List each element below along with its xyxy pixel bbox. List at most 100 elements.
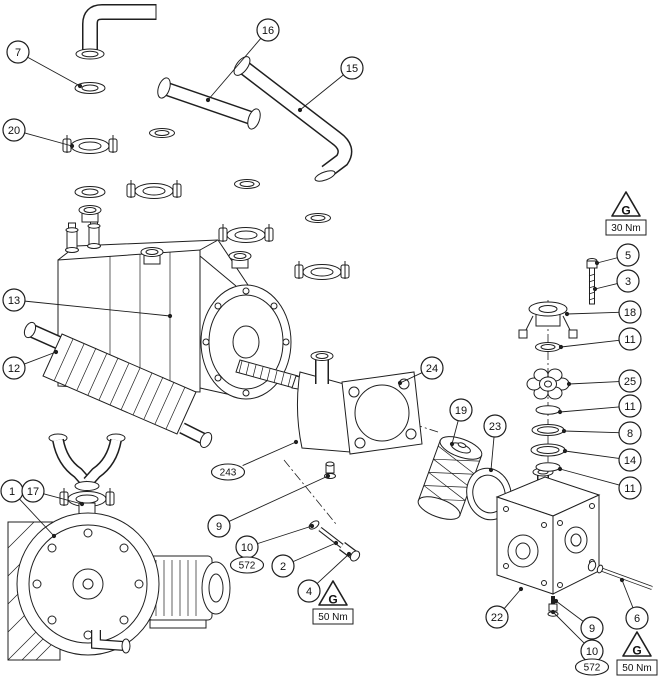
adhesive-triangle-icon xyxy=(611,191,641,217)
leader-dot xyxy=(79,501,85,507)
leader-dot xyxy=(69,143,75,149)
callout-number: 4 xyxy=(306,586,312,598)
leader-line xyxy=(563,430,620,434)
leader-dot xyxy=(564,311,570,317)
callout-balloon-3 xyxy=(616,269,640,293)
leader-line xyxy=(559,406,620,413)
callout-balloon-24 xyxy=(420,356,444,380)
leader-dot xyxy=(167,313,173,319)
callout-number: 24 xyxy=(426,363,438,375)
callout-number: 9 xyxy=(216,521,222,533)
callout-balloon-23 xyxy=(483,414,507,438)
leader-dot xyxy=(562,448,568,454)
callout-balloon-9 xyxy=(580,616,604,640)
leader-line xyxy=(503,588,522,609)
callout-balloon-9 xyxy=(207,514,231,538)
callout-number: 6 xyxy=(634,613,640,625)
leader-line xyxy=(451,420,459,445)
callout-balloon-19 xyxy=(449,398,473,422)
callout-number: 25 xyxy=(624,376,636,388)
callout-balloon-5 xyxy=(616,243,640,267)
leader-dot xyxy=(592,286,598,292)
callout-number: 22 xyxy=(491,612,503,624)
pump-front-view-drawing xyxy=(7,433,231,661)
leader-line xyxy=(621,579,634,608)
callout-number: 10 xyxy=(241,542,253,554)
torque-value: 30 Nm xyxy=(611,223,640,234)
callout-balloon-15 xyxy=(340,56,364,80)
leader-line xyxy=(566,311,620,315)
oval-label-text: 572 xyxy=(239,561,256,572)
heat-exchanger-drawing xyxy=(23,321,213,449)
callout-balloon-11 xyxy=(618,394,642,418)
adhesive-triangle-icon xyxy=(318,580,348,606)
callout-number: 23 xyxy=(489,421,501,433)
callout-number: 2 xyxy=(280,561,286,573)
oval-label-text: 572 xyxy=(584,663,601,674)
leader-dot xyxy=(53,349,59,355)
leader-line xyxy=(568,381,620,385)
leader-dot xyxy=(309,523,315,529)
callout-number: 11 xyxy=(624,334,635,346)
callout-number: 9 xyxy=(589,623,595,635)
callout-balloon-17 xyxy=(21,479,45,503)
leader-dot xyxy=(333,540,339,546)
leader-line xyxy=(242,441,297,466)
leader-dot xyxy=(518,586,524,592)
callout-balloon-13 xyxy=(2,288,26,312)
leader-line xyxy=(43,493,83,505)
torque-value: 50 Nm xyxy=(318,612,347,623)
filter-cartridge-drawing xyxy=(417,436,483,520)
callout-number: 12 xyxy=(8,363,20,375)
leader-dot xyxy=(346,551,352,557)
adhesive-symbol-letter: G xyxy=(632,643,641,657)
callout-balloon-8 xyxy=(618,421,642,445)
leader-dot xyxy=(449,441,455,447)
callout-balloon-12 xyxy=(2,356,26,380)
callout-balloon-2 xyxy=(271,554,295,578)
callout-number: 18 xyxy=(624,307,636,319)
leader-dot xyxy=(553,598,559,604)
torque-value-box xyxy=(605,219,647,236)
outlet-housing-drawing xyxy=(283,351,439,525)
leader-dot xyxy=(550,609,556,615)
leader-line xyxy=(299,74,344,111)
leader-line xyxy=(24,132,73,147)
leader-dot xyxy=(566,381,572,387)
callout-number: 10 xyxy=(586,646,598,658)
leader-dot xyxy=(594,260,600,266)
callout-number: 3 xyxy=(625,276,631,288)
adhesive-symbol-letter: G xyxy=(621,203,630,217)
oval-label xyxy=(229,556,265,574)
leader-line xyxy=(292,542,337,563)
leader-dot xyxy=(205,97,211,103)
callout-balloon-20 xyxy=(2,118,26,142)
leader-line xyxy=(24,351,57,365)
callout-balloon-16 xyxy=(256,18,280,42)
callout-number: 11 xyxy=(624,401,635,413)
leader-line xyxy=(27,56,81,87)
leader-dot xyxy=(293,439,299,445)
leader-line xyxy=(596,257,618,264)
adhesive-triangle-icon xyxy=(622,631,652,657)
leader-dot xyxy=(51,533,57,539)
torque-value-box xyxy=(616,659,658,676)
leader-dot xyxy=(558,344,564,350)
callout-balloon-6 xyxy=(625,606,649,630)
callout-number: 14 xyxy=(624,455,636,467)
leader-dot xyxy=(557,466,563,472)
callout-number: 5 xyxy=(625,250,631,262)
leader-dot xyxy=(325,473,331,479)
oval-label xyxy=(210,463,246,481)
leader-line xyxy=(560,339,620,348)
leader-dot xyxy=(77,83,83,89)
leader-dot xyxy=(619,577,625,583)
leader-line xyxy=(594,283,618,290)
leader-line xyxy=(552,611,585,644)
callout-number: 19 xyxy=(455,405,467,417)
adhesive-symbol-letter: G xyxy=(328,592,337,606)
valve-block-drawing xyxy=(495,467,601,617)
